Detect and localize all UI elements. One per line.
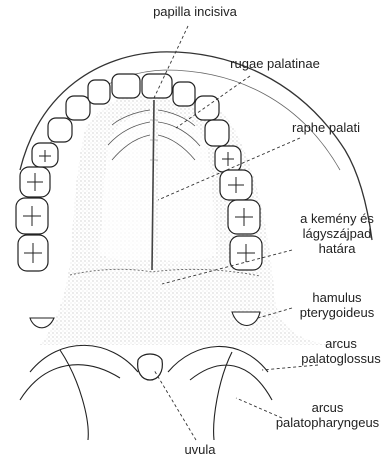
label-arcus-pg-line2: palatoglossus <box>296 351 386 366</box>
label-rugae-palatinae: rugae palatinae <box>225 56 325 71</box>
label-hamulus: hamulus pterygoideus <box>292 290 382 320</box>
label-arcus-pg-line1: arcus <box>296 336 386 351</box>
label-arcus-pp-line2: palatopharyngeus <box>270 415 385 430</box>
label-hamulus-line2: pterygoideus <box>292 305 382 320</box>
label-papilla-incisiva: papilla incisiva <box>150 4 240 19</box>
uvula-shape <box>138 354 163 380</box>
label-arcus-palatopharyngeus: arcus palatopharyngeus <box>270 400 385 430</box>
label-raphe-palati: raphe palati <box>286 120 366 135</box>
label-hard-soft-border-line1: a kemény és <box>292 211 382 226</box>
label-hamulus-line1: hamulus <box>292 290 382 305</box>
pointer-uvula <box>154 370 196 440</box>
label-hard-soft-border-line3: határa <box>292 241 382 256</box>
label-hard-soft-border: a kemény és lágyszájpad határa <box>292 211 382 256</box>
label-arcus-palatoglossus: arcus palatoglossus <box>296 336 386 366</box>
label-arcus-pp-line1: arcus <box>270 400 385 415</box>
label-hard-soft-border-line2: lágyszájpad <box>292 226 382 241</box>
label-uvula: uvula <box>170 442 230 457</box>
hamulus-left <box>30 318 54 328</box>
